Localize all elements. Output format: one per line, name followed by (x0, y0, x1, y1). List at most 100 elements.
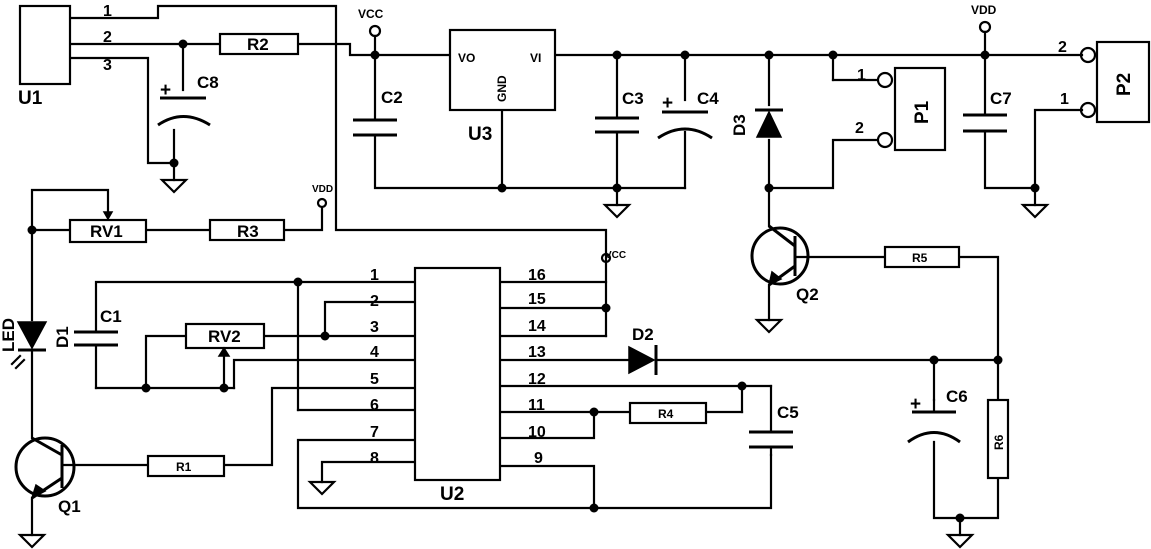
d2-diode: D2 (628, 325, 658, 375)
ground-icon (17, 533, 47, 549)
c5-label: C5 (777, 403, 799, 422)
r5-label: R5 (912, 251, 928, 265)
vdd-terminal-icon (316, 197, 328, 209)
power-terminals: VCC VDD VDD VCC (312, 3, 997, 264)
u1-label: U1 (18, 88, 43, 109)
c7-label: C7 (990, 89, 1012, 108)
ground-symbols (17, 178, 1050, 549)
c4-capacitor: + C4 (657, 89, 719, 140)
u3-label: U3 (468, 124, 492, 145)
vdd-label-mid: VDD (312, 184, 333, 195)
c1-capacitor: C1 (74, 307, 122, 347)
c3-label: C3 (622, 89, 644, 108)
u2-pin-12: 12 (528, 371, 546, 388)
c3-capacitor: C3 (595, 89, 644, 134)
p1-pin-2: 2 (855, 120, 864, 137)
u2-ic: 1 2 3 4 5 6 7 8 16 15 14 13 12 11 10 9 U… (370, 266, 546, 505)
r2-resistor: R2 (218, 32, 300, 56)
p2-pin-1: 1 (1060, 91, 1069, 108)
u2-pin-10: 10 (528, 424, 546, 441)
r4-resistor: R4 (628, 401, 708, 425)
d1-label: D1 (53, 326, 72, 348)
u3-regulator: VO VI GND U3 (448, 28, 557, 145)
p1-connector: 1 2 P1 (855, 66, 947, 152)
d3-label: D3 (730, 114, 749, 136)
wires (30, 4, 1084, 537)
r5-resistor: R5 (883, 245, 961, 269)
vcc-terminal-icon (368, 24, 382, 38)
ground-icon (602, 203, 632, 219)
u2-pin-6: 6 (370, 397, 379, 414)
junction-dots (27, 39, 1040, 523)
c4-plus: + (662, 93, 673, 114)
r1-resistor: R1 (146, 454, 226, 478)
u2-pin-4: 4 (370, 344, 379, 361)
d2-label: D2 (632, 325, 654, 344)
c7-capacitor: C7 (963, 89, 1012, 133)
vcc-terminal-icon (600, 252, 612, 264)
c4-label: C4 (697, 89, 719, 108)
ground-icon (307, 480, 337, 496)
u2-pin-5: 5 (370, 371, 379, 388)
u2-pin-8: 8 (370, 450, 379, 467)
ground-icon (945, 533, 975, 549)
u3-vo-label: VO (458, 51, 475, 65)
rv2-potentiometer: RV2 (184, 322, 266, 357)
q1-label: Q1 (58, 497, 81, 516)
r4-label: R4 (658, 407, 674, 421)
rv2-label: RV2 (208, 327, 241, 346)
r6-resistor: R6 (986, 398, 1010, 480)
q2-label: Q2 (796, 285, 819, 304)
c2-capacitor: C2 (353, 88, 403, 137)
vdd-terminal-icon (978, 20, 992, 34)
c8-label: C8 (197, 73, 219, 92)
r1-label: R1 (176, 460, 192, 474)
led-label: LED (0, 318, 18, 352)
c6-label: C6 (946, 387, 968, 406)
ground-icon (159, 178, 189, 194)
p1-pin-1: 1 (857, 67, 866, 84)
p2-label: P2 (1114, 73, 1135, 96)
u2-pin-11: 11 (528, 397, 545, 414)
u2-pin-3: 3 (370, 319, 379, 336)
u2-pin-9: 9 (534, 450, 543, 467)
q1-transistor: Q1 (14, 436, 81, 516)
c8-plus: + (160, 80, 171, 101)
u2-label: U2 (440, 484, 464, 505)
u3-gnd-label: GND (495, 75, 509, 102)
r6-label: R6 (992, 434, 1006, 450)
u2-pin-16: 16 (528, 267, 546, 284)
r3-label: R3 (237, 222, 259, 241)
ground-icon (1020, 203, 1050, 219)
u3-vi-label: VI (530, 51, 541, 65)
d1-led: D1 LED (0, 318, 72, 370)
vcc-label-top: VCC (358, 7, 384, 21)
c8-capacitor: + C8 (157, 73, 219, 127)
r3-resistor: R3 (208, 218, 286, 242)
rv1-potentiometer: RV1 (68, 211, 148, 244)
vcc-label-mid: VCC (605, 250, 626, 261)
c6-plus: + (910, 394, 921, 415)
c2-label: C2 (381, 88, 403, 107)
u1-pin-3: 3 (103, 57, 112, 74)
p2-pin-2: 2 (1058, 39, 1067, 56)
u2-pin-15: 15 (528, 291, 546, 308)
u2-pin-2: 2 (370, 293, 379, 310)
u1-pin-2: 2 (103, 29, 112, 46)
vdd-label-top: VDD (971, 3, 997, 17)
q2-transistor: Q2 (750, 224, 819, 304)
p2-connector: 2 1 P2 (1058, 39, 1151, 124)
c6-capacitor: + C6 (907, 387, 968, 444)
ground-icon (754, 318, 784, 334)
u2-pin-14: 14 (528, 318, 546, 335)
r2-label: R2 (247, 35, 269, 54)
d3-diode: D3 (730, 108, 783, 138)
u1-pin-1: 1 (103, 3, 112, 20)
u2-pin-7: 7 (370, 424, 379, 441)
u2-pin-1: 1 (370, 267, 379, 284)
u2-pin-13: 13 (528, 344, 546, 361)
rv1-label: RV1 (90, 222, 123, 241)
c1-label: C1 (100, 307, 122, 326)
